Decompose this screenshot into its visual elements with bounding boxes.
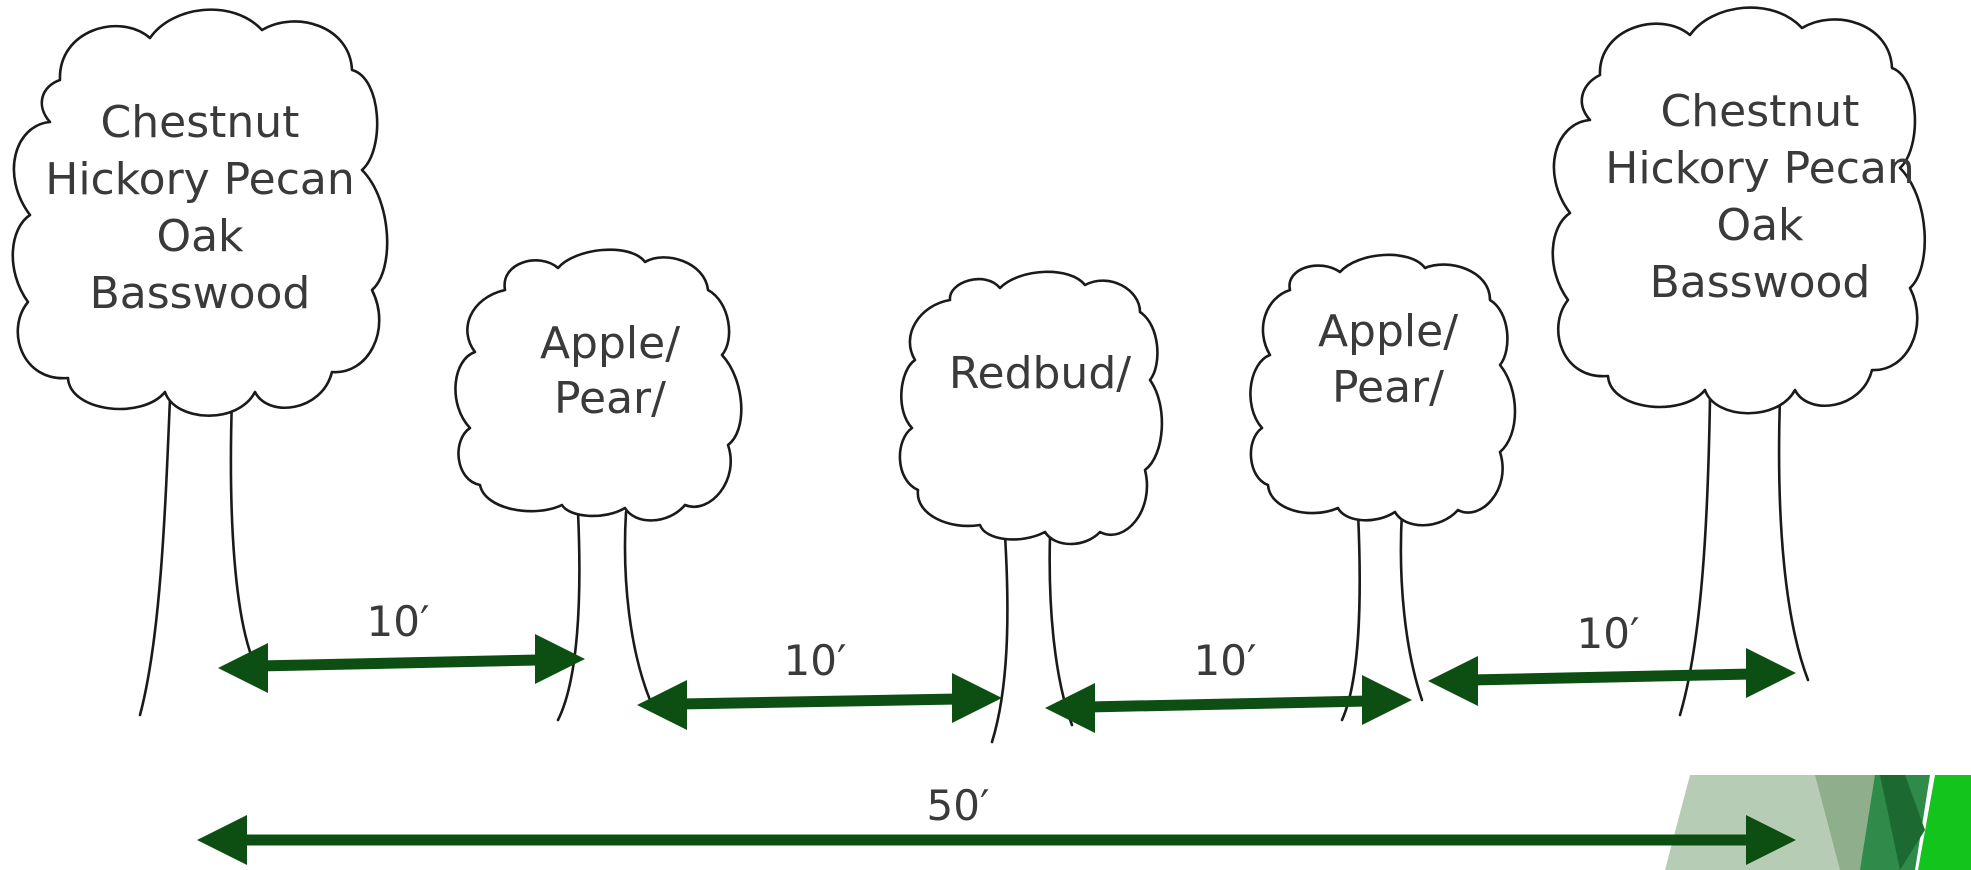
spacing-label-4: 10′ <box>1577 609 1640 658</box>
trunk-right-line <box>229 396 257 667</box>
tree-label-line-1: Chestnut <box>101 97 300 148</box>
tree-label-line-3: Oak <box>1716 200 1804 251</box>
spacing-label-3: 10′ <box>1194 636 1257 685</box>
trunk-left-line <box>1340 510 1362 722</box>
tree-label-line-2: Pear/ <box>554 373 666 424</box>
tree-label-line-4: Basswood <box>90 268 311 319</box>
tree-label-line-2: Hickory Pecan <box>1605 143 1915 194</box>
trunk-right-line <box>1399 510 1424 702</box>
spacing-label-1: 10′ <box>367 597 430 646</box>
spacing-arrow-4: 10′ <box>1428 609 1796 706</box>
trunk-left-line <box>1678 396 1712 717</box>
spacing-arrow-1: 10′ <box>218 597 585 693</box>
tree-large-right: Chestnut Hickory Pecan Oak Basswood <box>1551 6 1927 717</box>
corner-accent <box>1665 775 1971 870</box>
tree-label-line-1: Chestnut <box>1661 86 1860 137</box>
total-span-arrow: 50′ <box>197 781 1796 865</box>
canopy-cloud <box>898 270 1164 546</box>
canopy-cloud <box>454 248 743 522</box>
trunk-right-line <box>623 510 652 702</box>
tree-label-line-1: Redbud/ <box>949 348 1131 399</box>
total-span-label: 50′ <box>927 781 990 830</box>
canopy-cloud <box>1551 6 1927 415</box>
tree-label-line-4: Basswood <box>1650 257 1871 308</box>
tree-label-line-1: Apple/ <box>1318 306 1458 357</box>
trunk-left-line <box>556 510 581 722</box>
tree-label-line-3: Oak <box>156 211 244 262</box>
canopy-cloud <box>11 8 389 417</box>
spacing-arrow-2: 10′ <box>637 636 1002 730</box>
tree-label-line-2: Pear/ <box>1332 362 1444 413</box>
tree-small-center: Redbud/ <box>898 270 1164 744</box>
tree-label-line-2: Hickory Pecan <box>45 154 355 205</box>
tree-large-left: Chestnut Hickory Pecan Oak Basswood <box>11 8 389 717</box>
tree-small-right: Apple/ Pear/ <box>1249 253 1517 722</box>
canopy-cloud <box>1249 253 1517 527</box>
tree-label-line-1: Apple/ <box>540 318 680 369</box>
trunk-right-line <box>1777 396 1810 682</box>
trunk-left-line <box>990 533 1009 744</box>
trunk-left-line <box>138 396 172 717</box>
tree-small-left: Apple/ Pear/ <box>454 248 743 722</box>
spacing-arrow-3: 10′ <box>1045 636 1412 733</box>
spacing-label-2: 10′ <box>784 636 847 685</box>
